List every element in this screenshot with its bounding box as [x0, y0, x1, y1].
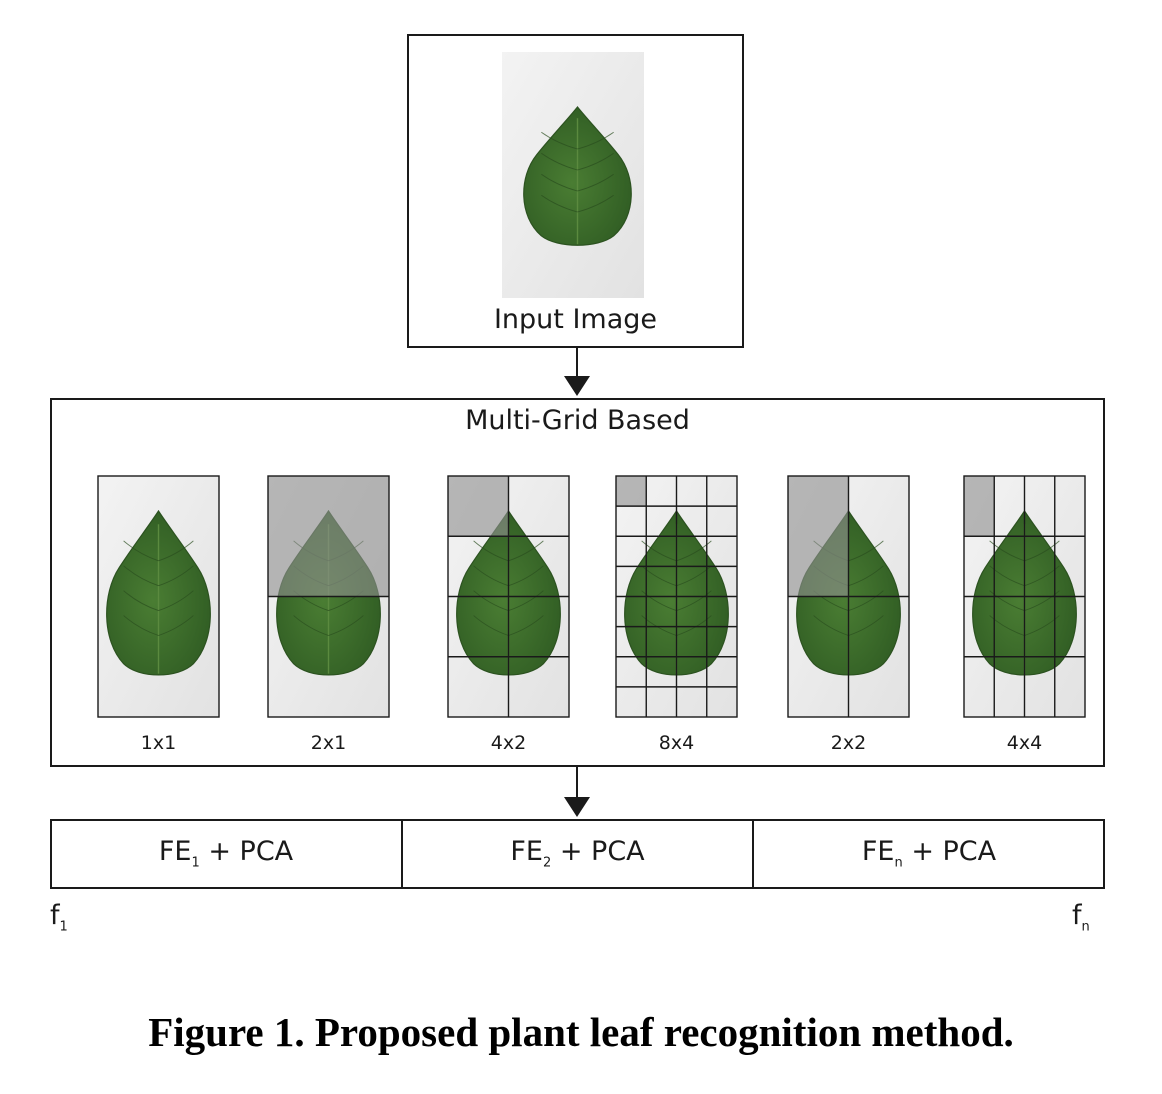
grid-highlight-cell-4x4 — [964, 476, 995, 537]
grid-leaf-4x4-vein-r0 — [1024, 540, 1060, 562]
grid-leaf-1x1-vein-r0 — [158, 540, 194, 562]
grid-leaf-1x1-vein-l1 — [123, 565, 159, 587]
grid-label-2x2: 2x2 — [830, 732, 867, 754]
input-leaf-vein-r1 — [577, 152, 614, 171]
grid-leaf-8x4-vein-l2 — [641, 590, 677, 612]
grid-leaf-8x4-vein-r1 — [676, 565, 712, 587]
grid-thumbnail-1x1 — [97, 475, 220, 718]
grid-label-4x4: 4x4 — [1006, 732, 1043, 754]
grid-highlight-cell-2x1 — [268, 476, 389, 597]
input-image-label: Input Image — [493, 304, 658, 335]
feature-bar — [50, 819, 1105, 889]
grid-thumbnail-2x1 — [267, 475, 390, 718]
grid-leaf-4x4-vein-l0 — [989, 540, 1025, 562]
grid-leaf-2x2-vein-l3 — [813, 615, 849, 636]
grid-label-8x4: 8x4 — [658, 732, 695, 754]
grid-highlight-cell-8x4 — [616, 476, 647, 507]
grid-leaf-4x4-vein-r1 — [1024, 565, 1060, 587]
grid-leaf-4x2-vein-r2 — [508, 590, 544, 612]
grid-highlight-cell-2x2 — [788, 476, 849, 597]
grid-label-4x2: 4x2 — [490, 732, 527, 754]
grid-leaf-1x1-vein-r1 — [158, 565, 194, 587]
multi-grid-title: Multi-Grid Based — [465, 405, 690, 436]
grid-leaf-1x1-vein-r2 — [158, 590, 194, 612]
feature-bar-divider-2 — [752, 819, 754, 889]
grid-leaf-8x4-vein-r0 — [676, 540, 712, 562]
grid-leaf-2x2-vein-r3 — [848, 615, 884, 636]
grid-leaf-1x1-vein-r3 — [158, 615, 194, 636]
grid-thumbnail-4x4 — [963, 475, 1086, 718]
input-leaf-vein-l0 — [541, 131, 578, 150]
grid-leaf-4x2-vein-l3 — [473, 615, 509, 636]
grid-thumbnail-2x2 — [787, 475, 910, 718]
arrow-grid-to-features-head — [564, 797, 590, 817]
grid-leaf-2x2-vein-r2 — [848, 590, 884, 612]
grid-leaf-4x2-vein-r0 — [508, 540, 544, 562]
grid-leaf-2x1-vein-l3 — [293, 615, 329, 636]
input-image-photo — [502, 52, 644, 298]
fen-pca-label: FEn + PCA — [861, 836, 997, 871]
grid-leaf-2x1-vein-r3 — [328, 615, 364, 636]
figure-caption: Figure 1. Proposed plant leaf recognitio… — [148, 1009, 1014, 1055]
input-leaf-vein-r3 — [577, 194, 614, 213]
feature-bar-divider-1 — [401, 819, 403, 889]
grid-leaf-4x4-vein-l3 — [989, 615, 1025, 636]
grid-leaf-4x2-vein-l1 — [473, 565, 509, 587]
grid-border-1x1 — [97, 475, 220, 718]
fe2-pca-label: FE2 + PCA — [510, 836, 645, 871]
grid-label-1x1: 1x1 — [140, 732, 177, 754]
grid-leaf-2x2-vein-r0 — [848, 540, 884, 562]
grid-border-4x4 — [963, 475, 1086, 718]
grid-leaf-8x4-vein-r2 — [676, 590, 712, 612]
fe1-pca-label: FE1 + PCA — [158, 836, 294, 871]
grid-leaf-1x1-vein-l0 — [123, 540, 159, 562]
grid-leaf-2x2-vein-r1 — [848, 565, 884, 587]
grid-leaf-1x1-vein-l3 — [123, 615, 159, 636]
grid-label-2x1: 2x1 — [310, 732, 347, 754]
arrow-grid-to-features — [564, 767, 590, 817]
grid-leaf-4x4-vein-l2 — [989, 590, 1025, 612]
grid-leaf-4x2-vein-r1 — [508, 565, 544, 587]
grid-leaf-8x4-vein-l1 — [641, 565, 677, 587]
grid-highlight-cell-4x2 — [448, 476, 509, 537]
grid-leaf-4x2-vein-l2 — [473, 590, 509, 612]
grid-thumbnail-8x4 — [615, 475, 738, 718]
input-leaf-vein-l1 — [541, 152, 578, 171]
arrow-input-to-grid-head — [564, 376, 590, 396]
grid-leaf-4x4-vein-r2 — [1024, 590, 1060, 612]
grid-border-2x1 — [267, 475, 390, 718]
input-leaf-vein-l3 — [541, 194, 578, 213]
grid-leaf-8x4-vein-l0 — [641, 540, 677, 562]
input-leaf-vein-r0 — [577, 131, 614, 150]
grid-leaf-4x4-vein-r3 — [1024, 615, 1060, 636]
grid-leaf-1x1-vein-l2 — [123, 590, 159, 612]
grid-thumbnail-4x2 — [447, 475, 570, 718]
fn-label: fn — [1072, 900, 1090, 935]
grid-leaf-4x2-vein-r3 — [508, 615, 544, 636]
grid-border-4x2 — [447, 475, 570, 718]
grid-border-2x2 — [787, 475, 910, 718]
grid-leaf-4x4-vein-l1 — [989, 565, 1025, 587]
arrow-input-to-grid — [564, 348, 590, 396]
grid-leaf-4x2-vein-l0 — [473, 540, 509, 562]
input-leaf-vein-l2 — [541, 173, 578, 192]
grid-border-8x4 — [615, 475, 738, 718]
multi-grid-box — [50, 398, 1105, 767]
input-leaf-vein-r2 — [577, 173, 614, 192]
f1-label: f1 — [50, 900, 68, 935]
